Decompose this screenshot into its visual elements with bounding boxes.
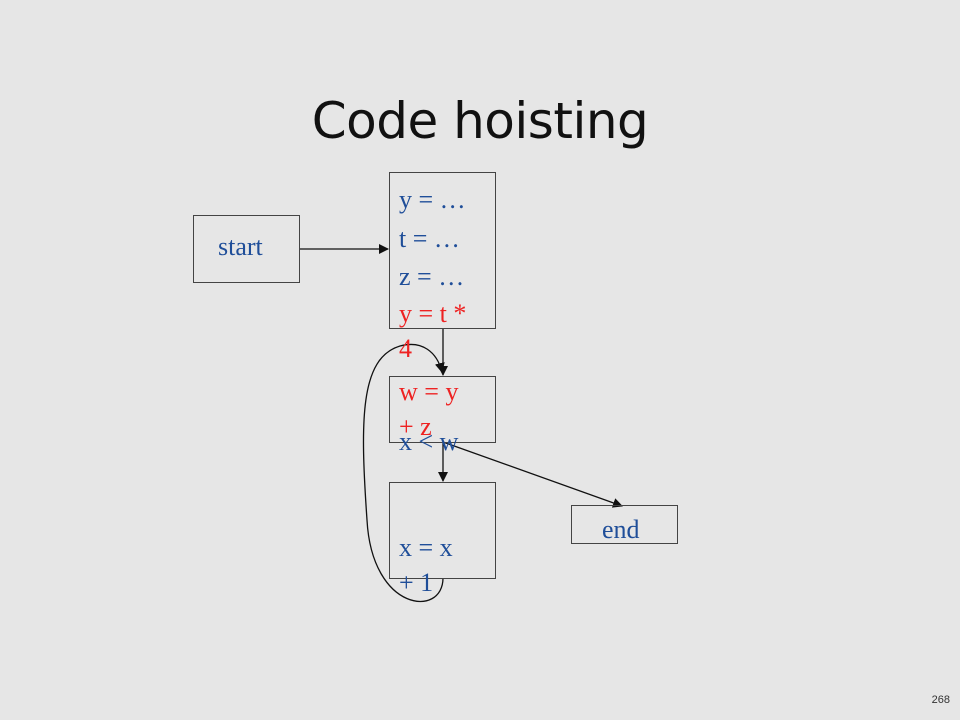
block2-line-1: w = y [399,377,459,406]
edge-block2-to-end [442,441,623,508]
block1-line-4: y = t * [399,299,467,328]
block2-line-3: x < w [399,427,459,456]
block1-line-3: z = … [399,262,465,291]
block1-line-1: y = … [399,185,466,214]
edge-block3-loop-back [362,343,445,603]
end-node: end [571,505,678,544]
start-node: start [193,215,300,283]
block1-line-5: 4 [399,334,412,363]
slide-number: 268 [931,694,950,706]
block3-line-2: + 1 [399,568,434,597]
basic-block-3 [389,482,496,579]
slide-title: Code hoisting [311,92,649,150]
start-label: start [218,232,263,261]
block2-line-2: + z [399,412,432,441]
basic-block-1 [389,172,496,329]
block3-line-1: x = x [399,533,453,562]
basic-block-2 [389,376,496,443]
end-label: end [602,515,640,544]
block1-line-2: t = … [399,224,460,253]
